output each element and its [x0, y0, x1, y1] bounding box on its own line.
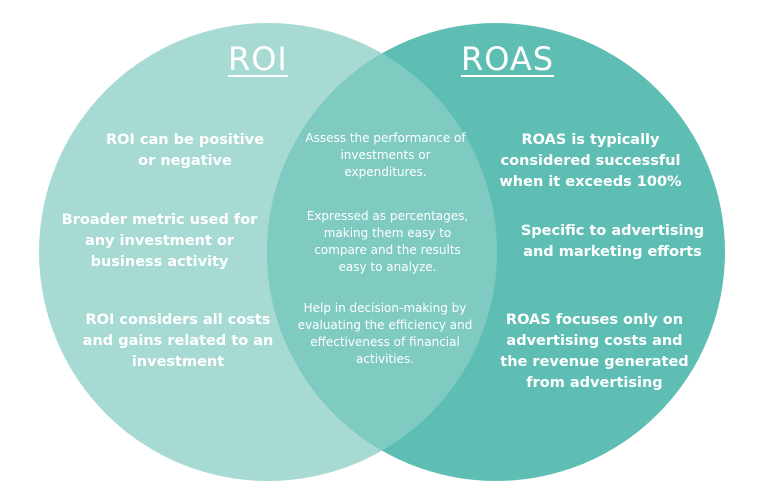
- shared-item-percentages: Expressed as percentages, making them ea…: [306, 209, 469, 274]
- roi-title: ROI: [228, 40, 288, 78]
- roas-item-exceeds-100: ROAS is typically considered successful …: [499, 132, 682, 190]
- roas-title: ROAS: [461, 40, 555, 78]
- overlap-region: [267, 23, 497, 481]
- roi-item-positive-negative: ROI can be positive or negative: [105, 132, 265, 169]
- shared-item-assess: Assess the performance of investments or…: [305, 131, 466, 179]
- shared-item-decision-making: Help in decision-making by evaluating th…: [297, 301, 473, 366]
- roi-item-all-costs: ROI considers all costs and gains relate…: [82, 312, 274, 370]
- roi-item-broader-metric: Broader metric used for any investment o…: [61, 212, 258, 270]
- roas-item-advertising-specific: Specific to advertising and marketing ef…: [520, 223, 705, 260]
- roas-item-focuses-ad-costs: ROAS focuses only on advertising costs a…: [500, 312, 689, 391]
